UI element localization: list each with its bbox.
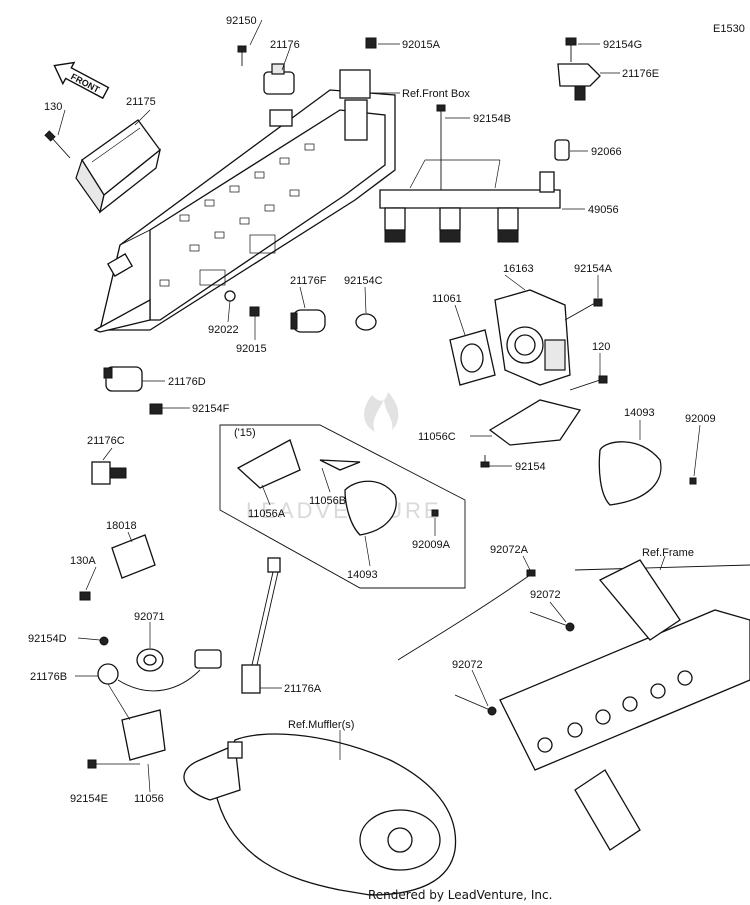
- injector: [439, 207, 461, 243]
- sensor-21176D: [103, 366, 143, 392]
- clip-92015A: [365, 37, 377, 49]
- ref-muffler-label: Ref.Muffler(s): [288, 719, 354, 731]
- washer-92022: [224, 290, 236, 302]
- part-label: 11056: [134, 793, 164, 805]
- part-label: 92154: [515, 461, 546, 473]
- part-label: 92154G: [603, 39, 642, 51]
- sensor-21176C: [91, 461, 127, 485]
- part-label: 49056: [588, 204, 619, 216]
- gasket-11061: [449, 329, 496, 386]
- bolt-130A: [79, 591, 91, 601]
- cable-tie-92072A: [397, 569, 536, 661]
- watermark-logo: [364, 392, 399, 432]
- inset-year-label: ('15): [234, 427, 256, 439]
- throttle-body-16163: [494, 289, 571, 386]
- part-label: 21176A: [284, 683, 322, 695]
- part-label: 92072A: [490, 544, 529, 556]
- part-label: 16163: [503, 263, 534, 275]
- part-label: 130: [44, 101, 62, 113]
- bolt-92154F: [149, 403, 163, 415]
- part-label: 92154B: [473, 113, 511, 125]
- part-label: 92154D: [28, 633, 67, 645]
- part-label: 92154C: [344, 275, 383, 287]
- bolt-92154G: [565, 37, 577, 62]
- part-label: 11056B: [309, 495, 346, 507]
- part-label: 92154A: [574, 263, 613, 275]
- part-label: 21176: [270, 39, 300, 51]
- part-label: 92009A: [412, 539, 451, 551]
- part-label: 21176B: [30, 671, 67, 683]
- part-label: 92072: [452, 659, 483, 671]
- part-label: 120: [592, 341, 610, 353]
- part-label: 18018: [106, 520, 137, 532]
- bracket-11056C: [480, 399, 582, 468]
- part-label: 92009: [685, 413, 716, 425]
- part-label: 92015A: [402, 39, 441, 51]
- frame: [499, 559, 750, 851]
- part-label: 21176F: [290, 275, 327, 287]
- diagram-code: E1530: [713, 23, 745, 35]
- part-label: 92154E: [70, 793, 108, 805]
- nut-92154C: [355, 313, 377, 331]
- inset-box-2015: [219, 424, 466, 589]
- part-label: 21176D: [168, 376, 206, 388]
- nut-92015: [249, 306, 260, 317]
- part-label: 92022: [208, 324, 239, 336]
- sensor-21176E: [557, 63, 601, 101]
- front-arrow-icon: FRONT: [53, 61, 110, 100]
- bolt-92154E: [87, 759, 97, 769]
- part-label: 11056C: [418, 431, 456, 443]
- part-label: 92150: [226, 15, 257, 27]
- bolt-92154D: [99, 636, 109, 646]
- ref-front-box-label: Ref.Front Box: [402, 88, 470, 100]
- bolt-120: [569, 375, 608, 391]
- credit-text: Rendered by LeadVenture, Inc.: [368, 888, 552, 902]
- injector: [384, 207, 406, 243]
- bolt-130: [44, 130, 71, 159]
- bolt-92150: [237, 45, 247, 66]
- grommet-92071: [136, 648, 164, 672]
- ecu-module-21175: [75, 119, 162, 214]
- sensor-21176B: [97, 649, 222, 692]
- fuel-rail-49056: [379, 104, 570, 243]
- part-label: 21176C: [87, 435, 125, 447]
- bracket-11056: [121, 709, 166, 761]
- watermark-text: LEADVENTURE: [246, 498, 442, 523]
- cable-tie-92072b: [454, 694, 497, 716]
- sensor-21176: [263, 63, 295, 95]
- injector: [497, 207, 519, 243]
- part-label: 11061: [432, 293, 462, 305]
- part-label: 11056A: [248, 508, 286, 520]
- part-label: 92154F: [192, 403, 230, 415]
- ref-frame-label: Ref.Frame: [642, 547, 694, 559]
- part-label: 92071: [134, 611, 165, 623]
- front-box-slots: [159, 143, 315, 287]
- cable-tie-92072a: [529, 611, 575, 632]
- leader-lines: [57, 19, 701, 793]
- muffler: [183, 733, 457, 896]
- o2-sensor-21176A: [241, 557, 281, 694]
- cover-14093: [598, 441, 697, 506]
- part-label: 92072: [530, 589, 561, 601]
- part-label: 92066: [591, 146, 622, 158]
- bolt-92154A: [564, 298, 603, 321]
- part-label: 14093: [624, 407, 655, 419]
- part-label: 130A: [70, 555, 96, 567]
- part-label: 14093: [347, 569, 378, 581]
- guard-18018: [111, 534, 156, 579]
- part-label: 21175: [126, 96, 156, 108]
- part-label: 21176E: [622, 68, 659, 80]
- front-box: [93, 69, 396, 333]
- part-label: 92015: [236, 343, 267, 355]
- sensor-21176F: [290, 309, 326, 333]
